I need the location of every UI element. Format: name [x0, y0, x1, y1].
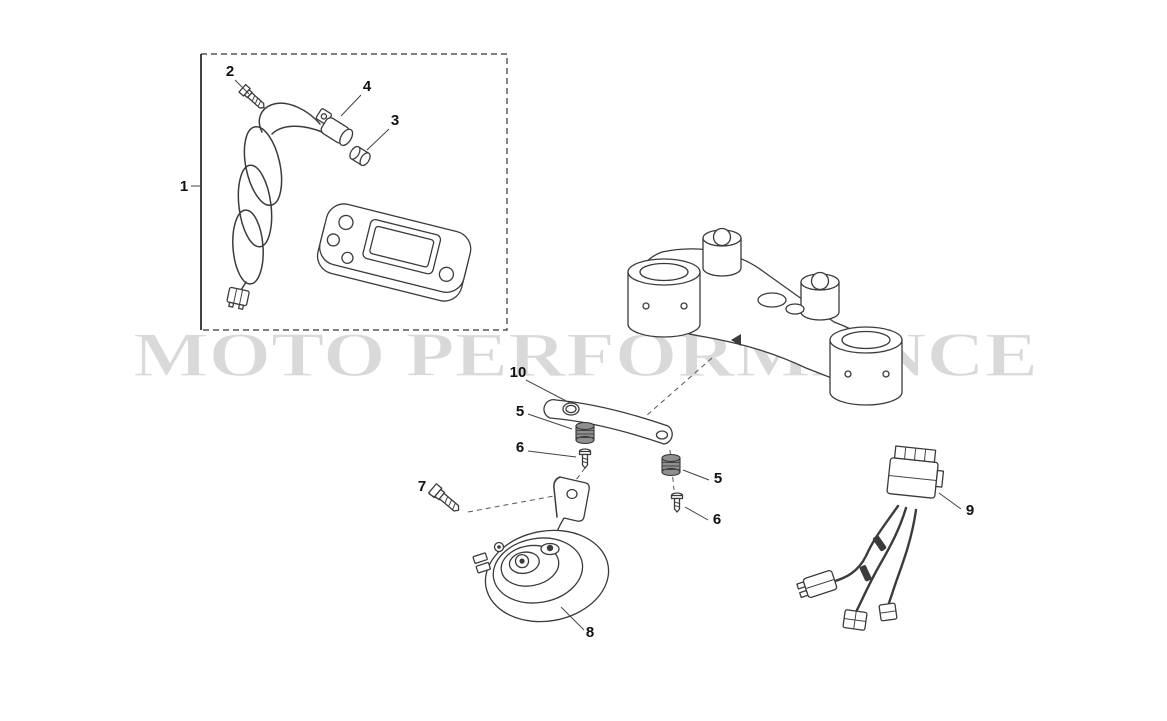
callout-7[interactable]: 7: [418, 478, 441, 501]
callout-5b[interactable]: 5: [682, 469, 722, 487]
screw-2: [238, 83, 265, 109]
callouts: 1 2 3 4 5 5 6 6: [180, 63, 974, 641]
callout-1[interactable]: 1: [180, 178, 200, 195]
callout-7-label[interactable]: 7: [418, 478, 426, 495]
harness-branch-connector-b: [842, 609, 868, 631]
damper-screw-b: [670, 492, 684, 513]
triple-clamp: [627, 227, 903, 406]
rubber-damper-a: [575, 421, 595, 445]
speedometer-kit-box: [200, 53, 508, 331]
sensor-cable: [226, 102, 323, 310]
callout-5b-label[interactable]: 5: [714, 470, 722, 487]
damper-screw-a: [578, 448, 592, 469]
callout-9-label[interactable]: 9: [966, 502, 974, 519]
horn-bracket: [552, 476, 590, 545]
callout-2-label[interactable]: 2: [226, 63, 234, 80]
wiring-harness: [796, 445, 945, 631]
speedometer-display: [316, 203, 472, 302]
callout-3[interactable]: 3: [366, 112, 399, 151]
callout-5a[interactable]: 5: [516, 403, 573, 430]
callout-3-label[interactable]: 3: [391, 112, 399, 129]
callout-8[interactable]: 8: [560, 606, 594, 641]
callout-8-label[interactable]: 8: [586, 624, 594, 641]
callout-6a-label[interactable]: 6: [516, 439, 524, 456]
callout-4-label[interactable]: 4: [363, 78, 372, 95]
harness-branch-connector-c: [878, 602, 898, 622]
rubber-damper-b: [661, 453, 681, 477]
callout-10-label[interactable]: 10: [510, 364, 527, 381]
horn-terminals: [472, 552, 491, 574]
callout-10[interactable]: 10: [510, 364, 571, 404]
meter-bracket: [543, 399, 673, 445]
callout-9[interactable]: 9: [938, 492, 974, 519]
speed-sensor: [315, 108, 354, 147]
horn: [484, 529, 610, 623]
callout-5a-label[interactable]: 5: [516, 403, 524, 420]
cable-connector: [226, 286, 250, 310]
callout-6b[interactable]: 6: [684, 506, 721, 528]
horn-screw: [428, 483, 460, 512]
callout-6a[interactable]: 6: [516, 439, 577, 458]
horn-mount-stud: [493, 541, 560, 556]
harness-branch-connector-a: [796, 569, 838, 599]
sensor-magnet: [349, 145, 371, 167]
callout-2[interactable]: 2: [226, 63, 250, 95]
callout-1-label[interactable]: 1: [180, 178, 188, 195]
callout-6b-label[interactable]: 6: [713, 511, 721, 528]
harness-main-connector: [886, 445, 945, 499]
callout-4[interactable]: 4: [340, 78, 372, 117]
